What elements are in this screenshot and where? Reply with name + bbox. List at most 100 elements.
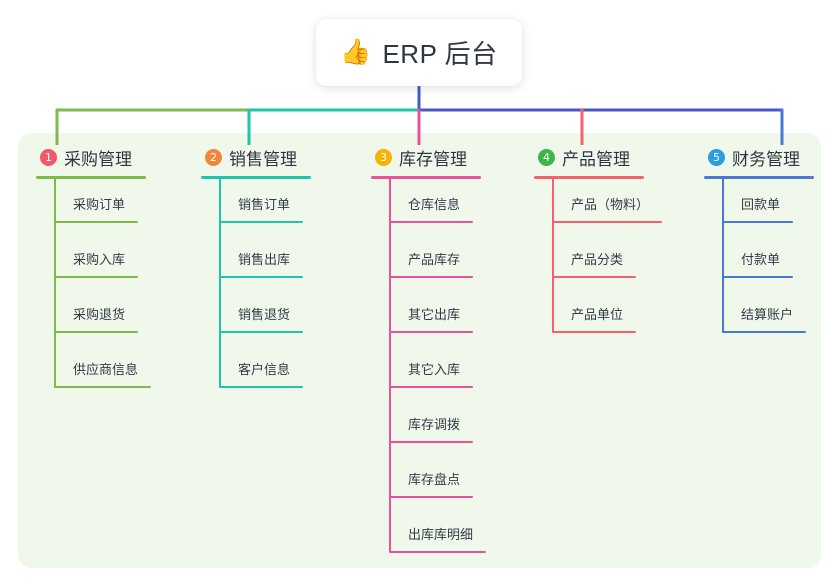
list-item[interactable]: 库存盘点: [371, 454, 531, 509]
branch-header: 4 产品管理: [534, 145, 704, 170]
branch-underline: [201, 176, 311, 179]
leaf-underline: [389, 331, 473, 333]
list-item[interactable]: 供应商信息: [36, 344, 186, 399]
branch-title: 销售管理: [229, 150, 297, 169]
leaf-label: 采购退货: [73, 307, 126, 322]
leaf-underline: [389, 551, 486, 553]
branch-index-badge: 1: [40, 149, 57, 166]
list-item[interactable]: 产品单位: [534, 289, 704, 344]
branch-underline: [371, 176, 481, 179]
leaf-underline: [54, 386, 151, 388]
leaf-underline: [722, 276, 793, 278]
list-item[interactable]: 仓库信息: [371, 179, 531, 234]
leaf-underline: [389, 386, 473, 388]
leaf-underline: [54, 221, 138, 223]
list-item[interactable]: 销售出库: [201, 234, 351, 289]
branch-产品管理[interactable]: 4 产品管理 产品（物料） 产品分类 产品单位: [534, 145, 704, 344]
list-item[interactable]: 其它入库: [371, 344, 531, 399]
leaf-list: 回款单 付款单 结算账户: [704, 179, 839, 344]
leaf-label: 销售出库: [238, 252, 291, 267]
branch-index-badge: 3: [375, 149, 392, 166]
leaf-underline: [389, 441, 473, 443]
diagram-panel: [18, 133, 821, 568]
branch-销售管理[interactable]: 2 销售管理 销售订单 销售出库 销售退货 客户信息: [201, 145, 351, 399]
leaf-label: 产品单位: [571, 307, 624, 322]
list-item[interactable]: 采购入库: [36, 234, 186, 289]
list-item[interactable]: 出库库明细: [371, 509, 531, 564]
leaf-spine: [54, 179, 56, 387]
list-item[interactable]: 库存调拨: [371, 399, 531, 454]
leaf-label: 产品（物料）: [571, 197, 650, 212]
leaf-label: 出库库明细: [408, 527, 474, 542]
leaf-label: 采购入库: [73, 252, 126, 267]
leaf-underline: [389, 221, 473, 223]
leaf-label: 产品分类: [571, 252, 624, 267]
root-node[interactable]: 👍 ERP 后台: [316, 19, 522, 86]
leaf-underline: [722, 331, 806, 333]
branch-title: 采购管理: [64, 150, 132, 169]
branch-库存管理[interactable]: 3 库存管理 仓库信息 产品库存 其它出库 其它入库 库存调拨: [371, 145, 531, 564]
root-title: ERP 后台: [382, 39, 498, 69]
leaf-label: 仓库信息: [408, 197, 461, 212]
leaf-underline: [54, 331, 138, 333]
branch-header: 2 销售管理: [201, 145, 351, 170]
leaf-list: 销售订单 销售出库 销售退货 客户信息: [201, 179, 351, 399]
branch-title: 库存管理: [399, 150, 467, 169]
leaf-underline: [389, 496, 473, 498]
leaf-underline: [219, 331, 303, 333]
list-item[interactable]: 采购订单: [36, 179, 186, 234]
thumbs-up-icon: 👍: [340, 38, 372, 66]
leaf-list: 采购订单 采购入库 采购退货 供应商信息: [36, 179, 186, 399]
list-item[interactable]: 其它出库: [371, 289, 531, 344]
branch-title: 产品管理: [562, 150, 630, 169]
leaf-spine: [552, 179, 554, 332]
list-item[interactable]: 回款单: [704, 179, 839, 234]
branch-underline: [36, 176, 146, 179]
leaf-label: 销售退货: [238, 307, 291, 322]
leaf-underline: [552, 276, 636, 278]
leaf-underline: [389, 276, 473, 278]
branch-index-badge: 4: [538, 149, 555, 166]
list-item[interactable]: 客户信息: [201, 344, 351, 399]
leaf-label: 其它出库: [408, 307, 461, 322]
leaf-underline: [219, 276, 303, 278]
leaf-label: 结算账户: [741, 307, 794, 322]
list-item[interactable]: 销售退货: [201, 289, 351, 344]
branch-index-badge: 2: [205, 149, 222, 166]
leaf-label: 库存盘点: [408, 472, 461, 487]
leaf-underline: [722, 221, 793, 223]
leaf-label: 供应商信息: [73, 362, 139, 377]
branch-title: 财务管理: [732, 150, 800, 169]
branch-采购管理[interactable]: 1 采购管理 采购订单 采购入库 采购退货 供应商信息: [36, 145, 186, 399]
leaf-underline: [552, 221, 662, 223]
list-item[interactable]: 销售订单: [201, 179, 351, 234]
leaf-label: 采购订单: [73, 197, 126, 212]
leaf-label: 回款单: [741, 197, 781, 212]
leaf-list: 仓库信息 产品库存 其它出库 其它入库 库存调拨 库存盘点: [371, 179, 531, 564]
branch-underline: [534, 176, 644, 179]
leaf-label: 其它入库: [408, 362, 461, 377]
leaf-spine: [219, 179, 221, 387]
leaf-label: 付款单: [741, 252, 781, 267]
leaf-underline: [552, 331, 636, 333]
list-item[interactable]: 产品分类: [534, 234, 704, 289]
list-item[interactable]: 采购退货: [36, 289, 186, 344]
leaf-underline: [219, 221, 303, 223]
branch-underline: [704, 176, 814, 179]
leaf-spine: [389, 179, 391, 552]
leaf-list: 产品（物料） 产品分类 产品单位: [534, 179, 704, 344]
leaf-spine: [722, 179, 724, 332]
branch-header: 1 采购管理: [36, 145, 186, 170]
list-item[interactable]: 产品库存: [371, 234, 531, 289]
leaf-label: 库存调拨: [408, 417, 461, 432]
branch-header: 5 财务管理: [704, 145, 839, 170]
list-item[interactable]: 付款单: [704, 234, 839, 289]
list-item[interactable]: 产品（物料）: [534, 179, 704, 234]
branch-header: 3 库存管理: [371, 145, 531, 170]
leaf-underline: [219, 386, 303, 388]
list-item[interactable]: 结算账户: [704, 289, 839, 344]
branch-index-badge: 5: [708, 149, 725, 166]
branch-财务管理[interactable]: 5 财务管理 回款单 付款单 结算账户: [704, 145, 839, 344]
